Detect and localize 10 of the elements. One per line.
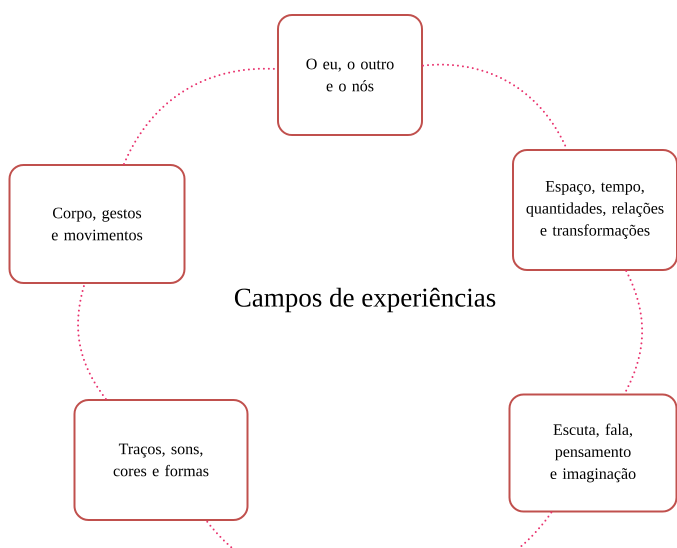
rounded-box: Escuta, fala, pensamento e imaginação	[508, 394, 677, 512]
diagram-title: Campos de experiências	[234, 288, 496, 312]
rounded-box: O eu, o outro e o nós	[277, 14, 423, 136]
rounded-box: Traços, sons, cores e formas	[74, 399, 248, 521]
dotted-arc	[206, 512, 552, 548]
dotted-arc	[123, 68, 278, 165]
rounded-box: Espaço, tempo, quantidades, relações e transformações	[512, 149, 677, 271]
dotted-arc	[624, 270, 644, 394]
dotted-arc	[77, 283, 107, 400]
rounded-box: Corpo, gestos e movimentos	[8, 164, 186, 284]
